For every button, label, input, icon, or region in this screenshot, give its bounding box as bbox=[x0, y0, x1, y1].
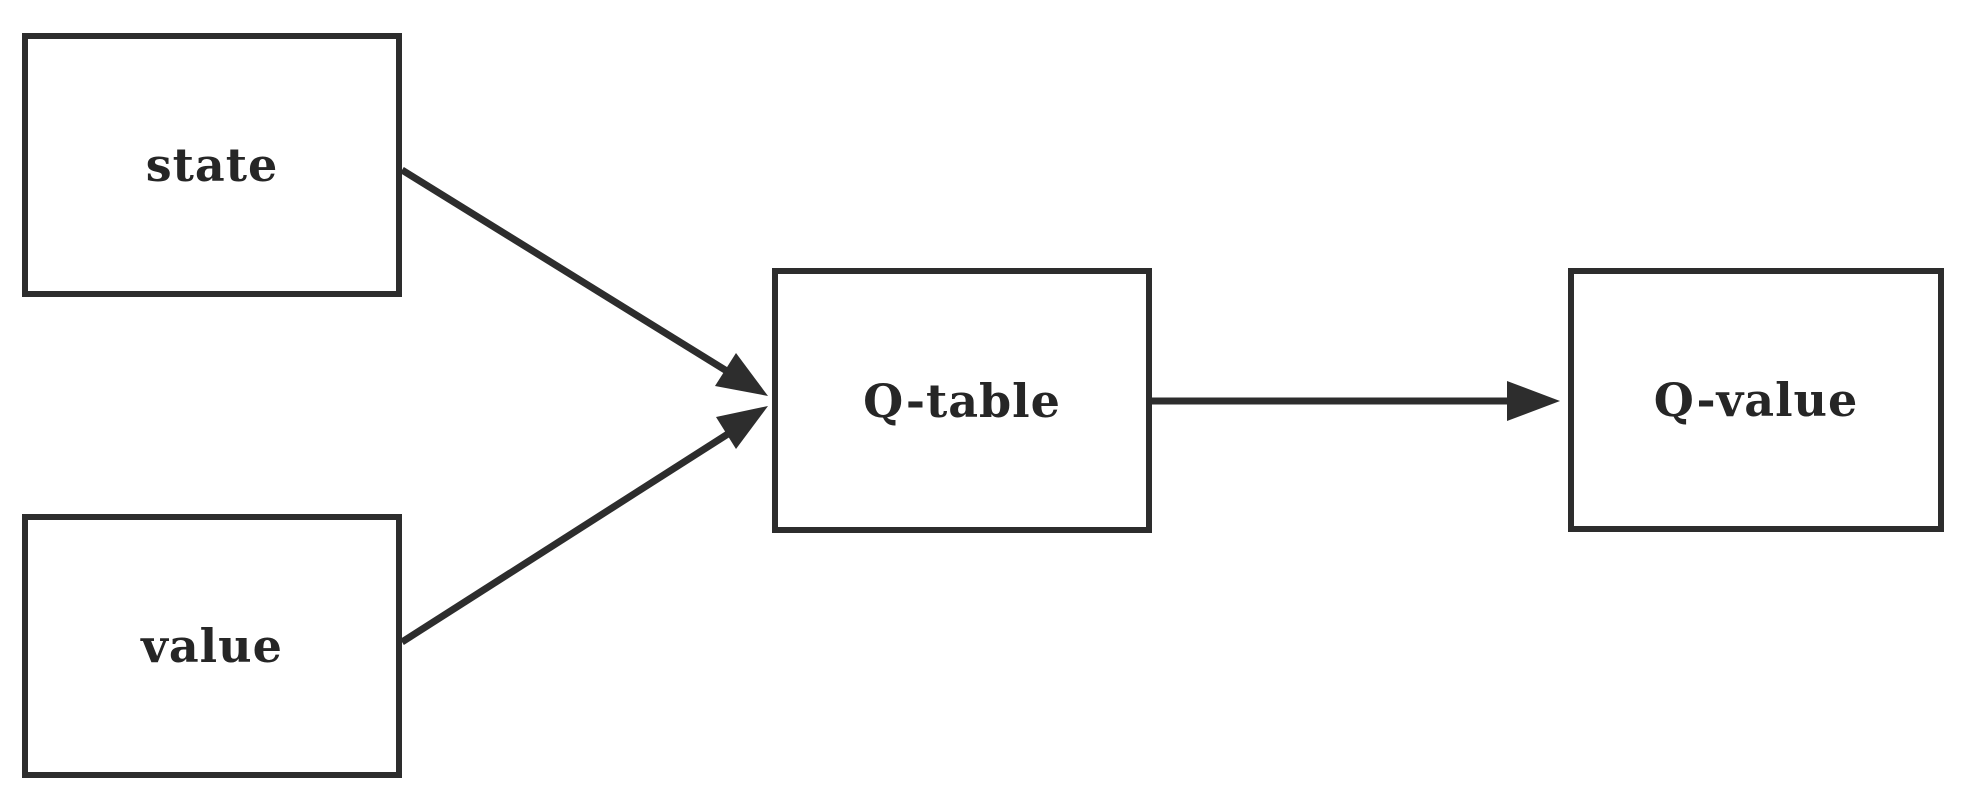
arrow-value-to-qtable bbox=[400, 406, 768, 645]
node-q-table: Q-table bbox=[772, 268, 1152, 533]
node-q-table-label: Q-table bbox=[863, 373, 1061, 428]
node-q-value-label: Q-value bbox=[1653, 373, 1859, 427]
arrow-qtable-to-qvalue bbox=[1152, 381, 1560, 421]
node-state: state bbox=[22, 33, 402, 297]
node-q-value: Q-value bbox=[1568, 268, 1944, 532]
arrow-state-to-qtable bbox=[400, 167, 768, 396]
node-value-label: value bbox=[141, 619, 283, 673]
node-value: value bbox=[22, 514, 402, 778]
node-state-label: state bbox=[145, 138, 279, 192]
